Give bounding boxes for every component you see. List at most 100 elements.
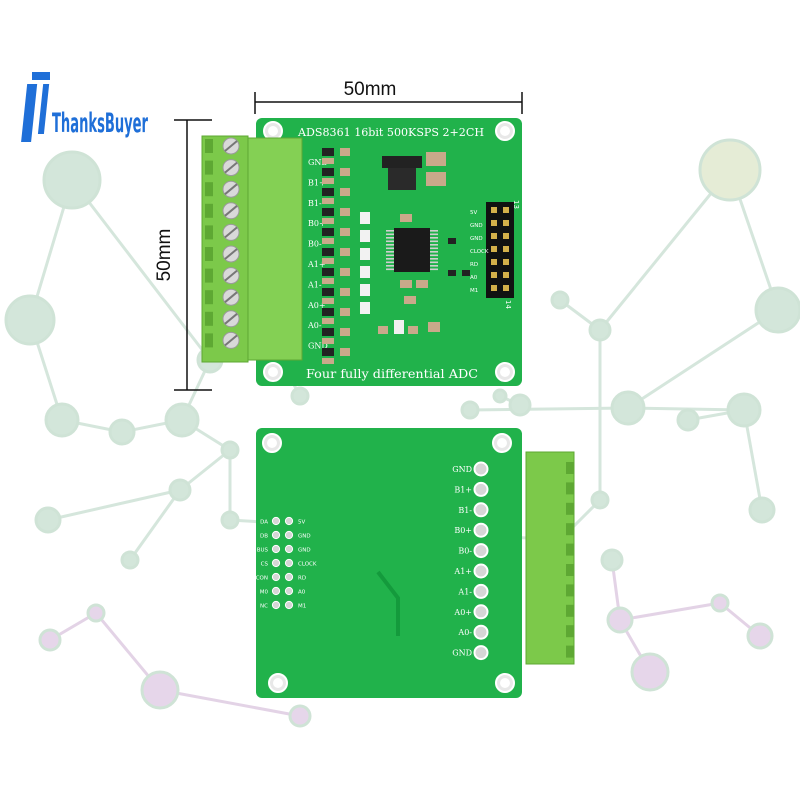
solder-pad: [473, 583, 489, 599]
terminal-slot: [566, 502, 574, 515]
terminal-slot: [205, 333, 213, 348]
capacitor: [322, 258, 334, 264]
header-pad: [271, 544, 281, 554]
back-header-right-label: GND: [298, 534, 311, 540]
solder-pad: [473, 461, 489, 477]
front-terminal-label: A1-: [307, 280, 322, 289]
capacitor: [322, 158, 334, 164]
capacitor: [340, 328, 350, 336]
capacitor: [322, 298, 334, 304]
chip-pin: [386, 265, 394, 267]
resistor: [322, 288, 334, 296]
network-node: [140, 670, 180, 710]
width-label: 50mm: [344, 79, 397, 100]
capacitor: [322, 338, 334, 344]
resistor: [322, 328, 334, 336]
header-pad: [271, 586, 281, 596]
capacitor: [340, 268, 350, 276]
network-node: [168, 478, 192, 502]
header-pad: [284, 544, 294, 554]
terminal-slot: [205, 225, 213, 240]
chip-pin: [430, 244, 438, 246]
header-pin: [491, 246, 497, 252]
front-terminal-label: B0-: [308, 240, 322, 249]
network-node: [460, 400, 480, 420]
back-header-left-label: BUS: [257, 548, 269, 554]
back-header-left-label: CS: [261, 562, 269, 568]
background-network-decoration: [4, 138, 800, 728]
capacitor: [340, 248, 350, 256]
capacitor: [360, 284, 370, 296]
screw-slot: [224, 183, 238, 195]
front-terminal-label: GND: [308, 158, 328, 167]
terminal-slot: [566, 584, 574, 597]
height-dimension: 50mm: [154, 119, 212, 391]
front-terminal-label: B1-: [308, 199, 322, 208]
solder-pad: [473, 645, 489, 661]
capacitor: [340, 208, 350, 216]
network-node: [754, 286, 800, 334]
front-small-parts: [378, 214, 470, 334]
header-pin: [503, 259, 509, 265]
header-pin: [491, 285, 497, 291]
network-node: [120, 550, 140, 570]
back-trace: [376, 570, 400, 636]
capacitor: [340, 348, 350, 356]
header-pad: [284, 516, 294, 526]
capacitor: [340, 288, 350, 296]
back-mounting-holes: [262, 433, 515, 693]
terminal-slot: [566, 523, 574, 536]
back-terminal-label: B0+: [454, 526, 472, 535]
capacitor: [360, 248, 370, 260]
brand-name: ThanksBuyer: [52, 108, 148, 139]
regulator: [382, 152, 446, 190]
chip-pin: [430, 268, 438, 271]
front-header-label: A0: [470, 275, 478, 281]
capacitor: [322, 278, 334, 284]
capacitor: [360, 266, 370, 278]
header-pin: [503, 272, 509, 278]
back-terminal-label: B1+: [454, 485, 472, 494]
network-node: [550, 290, 570, 310]
network-node: [42, 150, 102, 210]
back-header-right-label: CLOCK: [298, 562, 317, 568]
network-node: [290, 386, 310, 406]
header-pin: [491, 207, 497, 213]
front-terminal-label: B0+: [308, 219, 326, 228]
capacitor: [360, 230, 370, 242]
back-header-right-label: RD: [298, 576, 306, 582]
chip-pin: [386, 251, 394, 253]
back-header-left-label: CON: [256, 576, 268, 582]
chip-pin: [430, 251, 438, 253]
thanksbuyer-logo: ThanksBuyer: [21, 72, 148, 142]
header-pad: [284, 586, 294, 596]
terminal-slot: [566, 482, 574, 495]
capacitor: [322, 198, 334, 204]
front-terminal-label: A1+: [307, 260, 326, 269]
back-terminal-label: A1+: [453, 567, 472, 576]
network-link: [627, 308, 779, 410]
resistor: [322, 228, 334, 236]
chip-pin: [430, 230, 438, 232]
front-terminal-label: GND: [308, 342, 328, 351]
front-board-title: ADS8361 16bit 500KSPS 2+2CH: [297, 126, 484, 139]
height-label: 50mm: [154, 229, 175, 282]
back-terminal-label: A0+: [453, 608, 472, 617]
chip-pin: [430, 261, 438, 264]
network-node: [34, 506, 62, 534]
back-header-left-label: DA: [260, 520, 268, 526]
header-pad: [284, 530, 294, 540]
chip-pin: [386, 247, 394, 250]
front-header-label: 5V: [470, 210, 477, 216]
front-mounting-holes: [263, 121, 515, 382]
network-node: [600, 548, 624, 572]
screw-slot: [224, 248, 238, 260]
terminal-slot: [205, 311, 213, 326]
terminal-slot: [566, 645, 574, 658]
resistor: [322, 188, 334, 196]
header-pad: [271, 516, 281, 526]
front-terminal-label: A0-: [307, 321, 322, 330]
header-pin: [503, 246, 509, 252]
